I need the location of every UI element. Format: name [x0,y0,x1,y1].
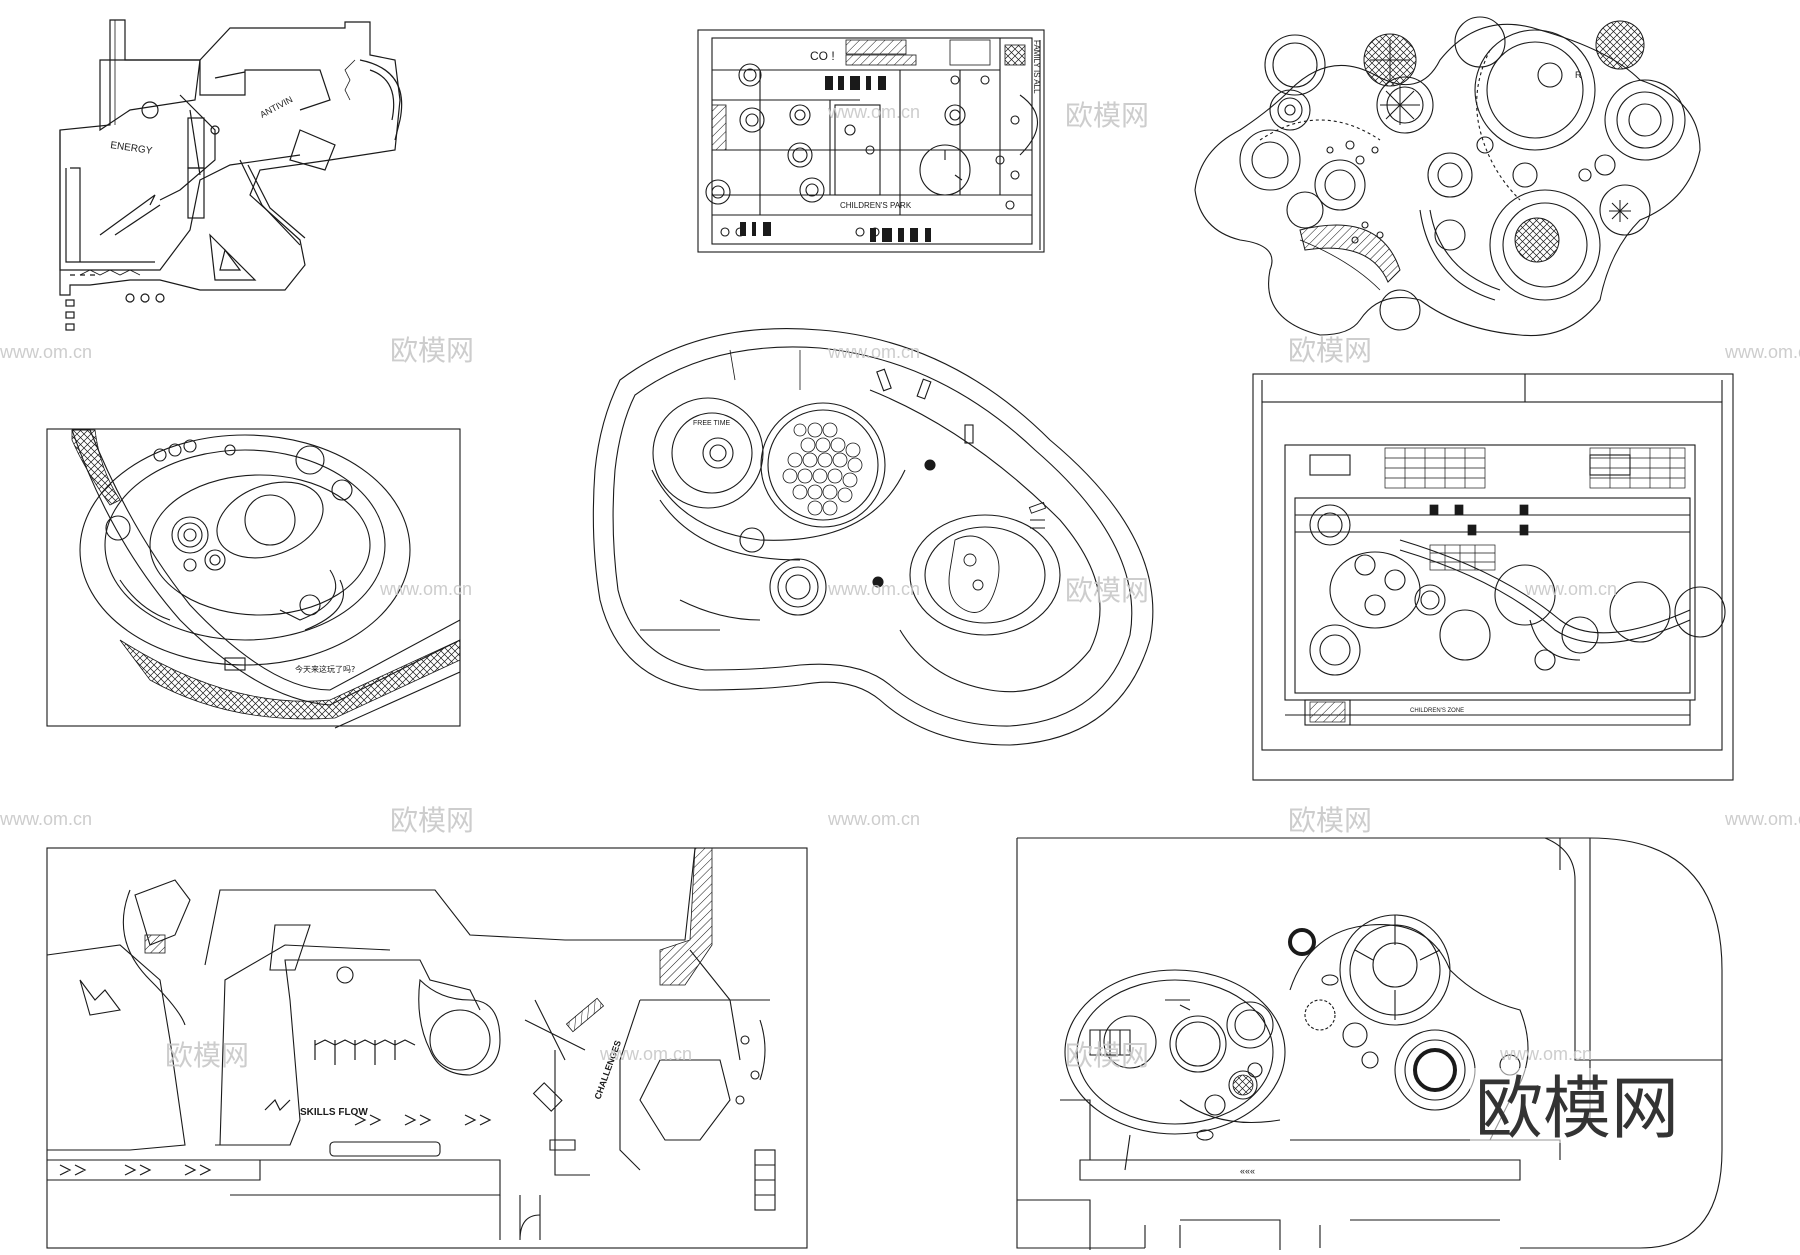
plan-c-stars [1370,40,1631,222]
plan-e-outline [592,328,1154,746]
watermark-site: www.om.cn [827,102,920,122]
watermark-brand: 欧模网 [1065,99,1149,132]
plan-c-label-1: R [1575,70,1582,80]
plan-d-label-1: 今天来这玩了吗? [295,664,355,674]
watermarks: www.om.cn 欧模网 www.om.cn 欧模网 www.om.cn 欧模… [0,99,1800,1072]
watermark-site: www.om.cn [0,809,92,829]
watermark-site: www.om.cn [1724,809,1800,829]
plan-h-label-chevrons: ««« [1240,1166,1255,1176]
watermark-site: www.om.cn [827,809,920,829]
plan-c-patterns [1299,20,1645,283]
watermark-site: www.om.cn [379,579,472,599]
plan-a-label-2: ANTIVIN [258,94,294,120]
plan-d-patterns [71,429,461,720]
watermark-site: www.om.cn [1499,1044,1592,1064]
plan-g-label-1: SKILLS FLOW [300,1107,368,1118]
plan-d [46,428,461,729]
plan-e-blob [948,501,1047,613]
watermark-brand-large: 欧模网 [1475,1070,1679,1149]
plan-e-label-1: FREE TIME [693,420,731,427]
plan-f-label-1: CHILDREN'S ZONE [1410,708,1464,714]
watermark-brand: 欧模网 [390,804,474,837]
plan-f-frame [1252,373,1734,781]
plan-a-label-energy: ENERGY [110,140,154,157]
watermark-site: www.om.cn [599,1044,692,1064]
plan-b-label-3: CHILDREN'S PARK [840,201,912,210]
plan-h-frame [1016,837,1723,1249]
plan-b-frame [697,29,1045,253]
plan-f [1252,373,1734,781]
plan-b-label-1: CO ! [810,49,835,63]
watermark-brand: 欧模网 [1288,804,1372,837]
plan-c-outline [1194,23,1701,337]
plan-e-dome [782,422,863,516]
watermark-site: www.om.cn [0,342,92,362]
plan-b-patterns [711,39,1026,242]
plan-g-patterns [59,847,713,1176]
plan-h-accents [1196,928,1457,1141]
watermark-brand: 欧模网 [1288,334,1372,367]
plan-e [592,328,1154,746]
watermark-brand: 欧模网 [390,334,474,367]
watermark-site: www.om.cn [1724,342,1800,362]
plan-a-outline [59,19,401,296]
plan-g-frame [46,847,808,1249]
plan-a-markers [65,293,165,331]
plan-b-label-2: FAMILY IS ALL [1032,40,1041,94]
watermark-site: www.om.cn [1524,579,1617,599]
plan-a [59,19,403,331]
plan-d-frame [46,428,461,727]
watermark-site: www.om.cn [827,579,920,599]
watermark-brand: 欧模网 [1065,1039,1149,1072]
watermark-brand: 欧模网 [165,1039,249,1072]
plan-f-grid [1309,447,1686,723]
watermark-brand: 欧模网 [1065,574,1149,607]
watermark-site: www.om.cn [827,342,920,362]
